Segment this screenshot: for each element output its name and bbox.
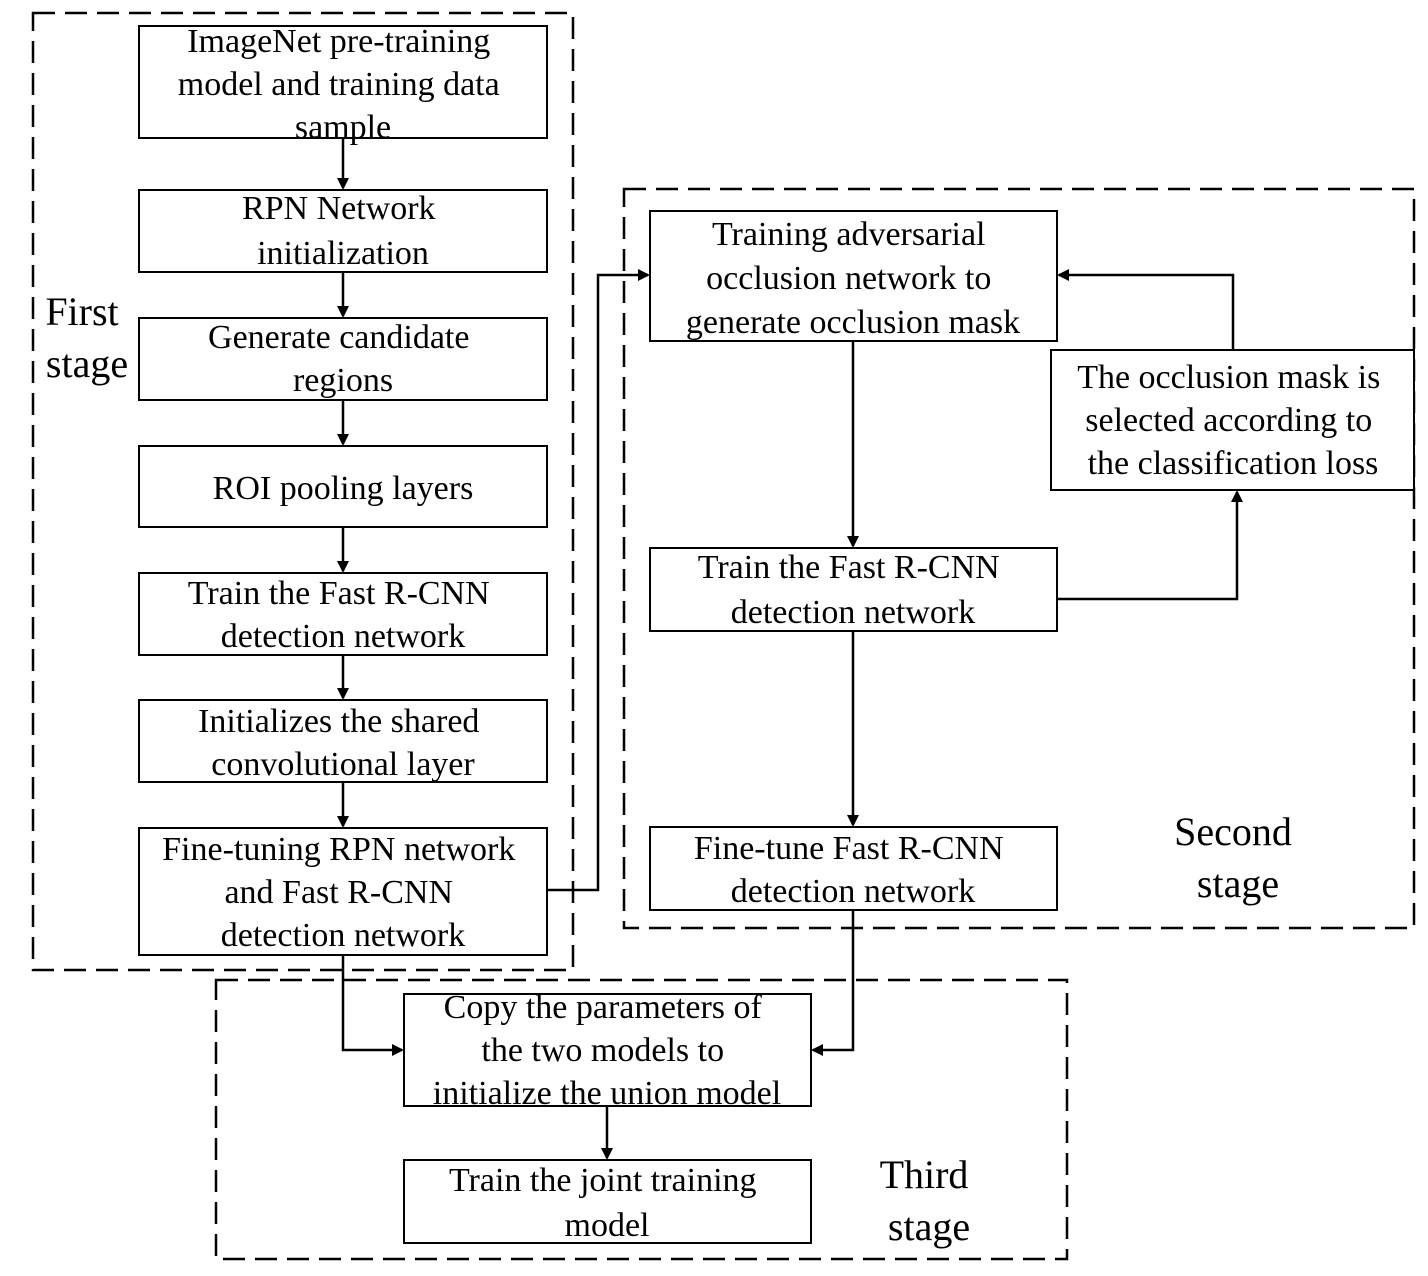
box-rpn-init: RPN Network initialization	[138, 189, 548, 273]
first-stage-container	[31, 11, 575, 972]
svg-text:Train the Fast R-CNN det: Train the Fast R-CNN detection network	[188, 575, 498, 655]
svg-text:Train the Fast R-CNN det: Train the Fast R-CNN detection network	[698, 549, 1008, 631]
box-imagenet: ImageNet pre-training model and training…	[138, 23, 548, 146]
box-occlusion-mask-select: The occlusion mask is selected according…	[1050, 349, 1415, 491]
svg-text:Generate candidate regio: Generate candidate regions	[208, 319, 478, 399]
svg-text:Fine-tune Fast R-CNN det: Fine-tune Fast R-CNN detection network	[694, 830, 1012, 910]
svg-text:Fine-tuning RPN network: Fine-tuning RPN network and Fast R-CNN d…	[162, 831, 524, 954]
second-stage-container	[622, 187, 1416, 930]
svg-text:RPN Network initializati: RPN Network initialization	[242, 190, 444, 272]
box-roi-pooling: ROI pooling layers	[138, 445, 548, 528]
svg-text:Training adversarial occ: Training adversarial occlusion network t…	[686, 216, 1020, 341]
third-stage-label: Third stage	[880, 1152, 979, 1249]
svg-text:ROI pooling layers: ROI pooling layers	[213, 470, 474, 507]
arrow-finetune-to-adversarial	[547, 269, 650, 892]
box-train-fast-rcnn-1: Train the Fast R-CNN detection network	[138, 572, 548, 656]
svg-text:ImageNet pre-training mo: ImageNet pre-training model and training…	[178, 23, 508, 146]
svg-text:The occlusion mask is se: The occlusion mask is selected according…	[1077, 359, 1389, 482]
svg-text:Train the joint training: Train the joint training model	[449, 1162, 765, 1244]
arrow-finetune-to-copy	[341, 955, 404, 1056]
box-copy-parameters: Copy the parameters of the two models to…	[403, 989, 812, 1112]
box-train-fast-rcnn-2: Train the Fast R-CNN detection network	[649, 547, 1058, 632]
box-finetune-rpn: Fine-tuning RPN network and Fast R-CNN d…	[138, 827, 548, 956]
box-generate-regions: Generate candidate regions	[138, 317, 548, 401]
arrow-finetune-fast-to-copy	[811, 910, 855, 1056]
box-init-shared-conv: Initializes the shared convolutional lay…	[138, 699, 548, 783]
box-train-joint: Train the joint training model	[403, 1159, 812, 1244]
second-stage-label: Second stage	[1174, 809, 1302, 906]
first-stage-label: First stage	[45, 289, 128, 386]
arrow-mask-to-adversarial	[1057, 269, 1235, 350]
svg-text:Copy the parameters of t: Copy the parameters of the two models to…	[433, 989, 781, 1112]
arrow-train-to-mask	[1057, 490, 1243, 601]
svg-text:Initializes the shared c: Initializes the shared convolutional lay…	[198, 703, 488, 783]
box-finetune-fast-rcnn: Fine-tune Fast R-CNN detection network	[649, 826, 1058, 911]
third-stage-container	[214, 978, 1069, 1261]
box-adversarial-occlusion: Training adversarial occlusion network t…	[649, 210, 1058, 342]
